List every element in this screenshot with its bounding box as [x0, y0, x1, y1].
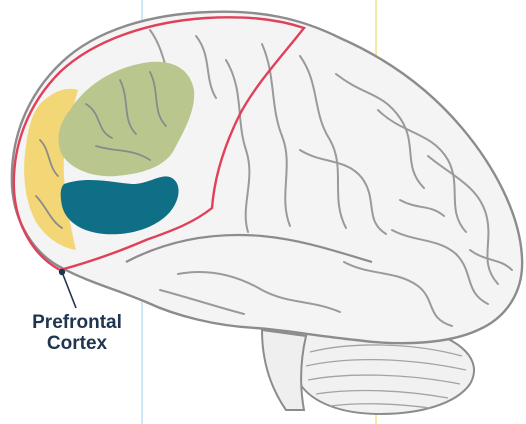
prefrontal-cortex-label: Prefrontal Cortex — [22, 312, 132, 354]
label-line-1: Prefrontal — [22, 312, 132, 333]
brain-stem — [262, 330, 306, 410]
callout-leader-line — [62, 272, 76, 308]
label-line-2: Cortex — [22, 333, 132, 354]
